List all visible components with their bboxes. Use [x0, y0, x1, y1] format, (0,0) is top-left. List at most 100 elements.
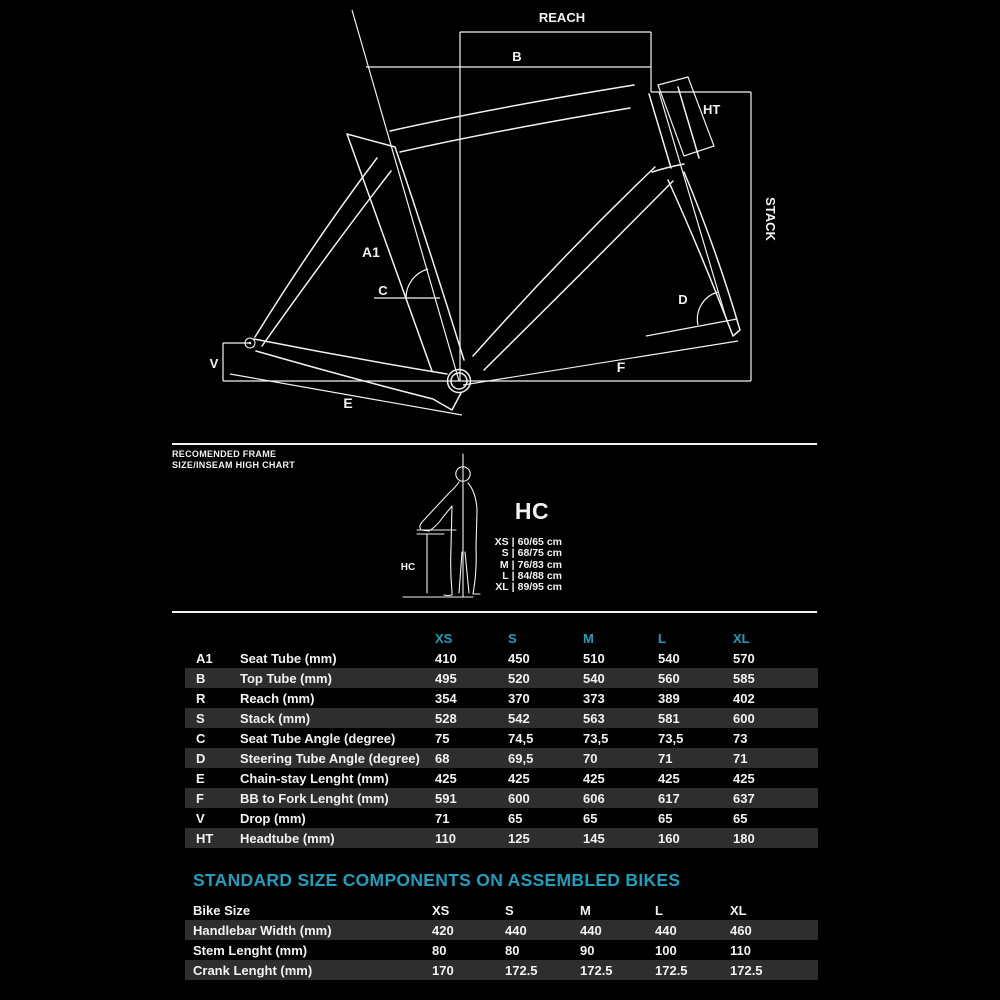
hc-size-list: XS|60/65 cm S|68/75 cm M|76/83 cm L|84/8… [410, 536, 562, 594]
row-value: 560 [658, 668, 733, 688]
col-header-xl: XL [730, 902, 747, 918]
row-code: E [196, 770, 205, 786]
human-figure-outline [419, 481, 481, 597]
row-code: F [185, 788, 240, 808]
row-label: Handlebar Width (mm) [185, 920, 432, 940]
row-value: 65 [658, 810, 673, 826]
row-value: 68 [435, 748, 508, 768]
components-title: STANDARD SIZE COMPONENTS ON ASSEMBLED BI… [193, 870, 681, 890]
hc-size: XS [494, 536, 509, 548]
bb-fork-label: F [617, 359, 626, 375]
hc-size: XL [495, 581, 509, 594]
row-value: 570 [733, 650, 755, 666]
hc-divider: | [511, 536, 515, 548]
col-header-s: S [505, 902, 514, 918]
hc-divider: | [511, 558, 515, 571]
col-header-xl: XL [733, 630, 750, 646]
headtube-label: HT [703, 102, 720, 117]
col-header-l: L [655, 902, 663, 918]
geometry-table: XS S M L XL A1 Seat Tube (mm) 410 450 51… [185, 628, 818, 848]
inseam-heading-line1: RECOMENDED FRAME [172, 449, 277, 459]
seat-tube-axis [351, 9, 460, 382]
components-header-row: Bike Size XS S M L XL [185, 900, 818, 920]
bike-size-label: Bike Size [193, 902, 251, 918]
row-value: 73,5 [658, 730, 684, 746]
hc-title: HC [514, 498, 550, 524]
row-value: 520 [508, 668, 583, 688]
row-value: 440 [655, 920, 730, 940]
rear-dropout [244, 337, 256, 349]
row-value: 540 [658, 650, 680, 666]
headtube-dim-box [657, 76, 715, 157]
col-header-s: S [508, 630, 517, 646]
hc-size: S [501, 547, 509, 560]
row-value: 420 [432, 920, 505, 940]
hc-size-row: S|68/75 cm [410, 548, 562, 559]
row-value: 425 [435, 770, 457, 786]
row-code: R [196, 690, 206, 706]
row-value: 354 [435, 690, 457, 706]
row-value: 75 [435, 730, 450, 746]
top-tube-label: B [512, 49, 521, 64]
row-value: 71 [435, 810, 450, 826]
table-row: HT Headtube (mm) 110 125 145 160 180 [185, 828, 818, 848]
head-tube [648, 86, 700, 173]
row-value: 425 [508, 770, 530, 786]
hc-measure-label: HC [401, 562, 415, 573]
col-header-xs: XS [432, 902, 450, 918]
table-row: Crank Lenght (mm) 170 172.5 172.5 172.5 … [185, 960, 818, 980]
reach-label: REACH [539, 10, 585, 25]
row-value: 600 [508, 788, 583, 808]
row-code: B [185, 668, 240, 688]
row-value: 425 [583, 770, 605, 786]
hc-size-row: XS|60/65 cm [410, 536, 562, 548]
figure-head [455, 466, 471, 482]
chain-stays [253, 338, 462, 411]
inseam-figure: HC [401, 453, 481, 598]
row-code: S [185, 708, 240, 728]
fork [667, 171, 741, 337]
separator-top [172, 443, 817, 445]
table-row: V Drop (mm) 71 65 65 65 65 [185, 808, 818, 828]
bottom-bracket-outer [446, 368, 472, 394]
table-row: Stem Lenght (mm) 80 80 90 100 110 [185, 940, 818, 960]
chainstay-dim-line [229, 373, 463, 416]
row-value: 160 [658, 828, 733, 848]
row-value: 145 [583, 828, 658, 848]
row-value: 402 [733, 690, 755, 706]
row-value: 591 [435, 788, 508, 808]
row-value: 172.5 [655, 960, 730, 980]
row-value: 606 [583, 788, 658, 808]
row-value: 370 [508, 690, 530, 706]
hc-size: L [502, 569, 509, 582]
table-row: Handlebar Width (mm) 420 440 440 440 460 [185, 920, 818, 940]
table-row: D Steering Tube Angle (degree) 68 69,5 7… [185, 748, 818, 768]
row-code: A1 [196, 650, 213, 666]
col-header-m: M [583, 630, 594, 646]
row-label: Steering Tube Angle (degree) [240, 748, 435, 768]
row-value: 74,5 [508, 730, 534, 746]
frame-geometry-diagram: REACH B HT STACK A1 C D E F V [210, 9, 778, 416]
chainstay-label: E [343, 395, 352, 411]
row-value: 80 [505, 942, 520, 958]
top-tube [389, 84, 635, 153]
col-header-l: L [658, 630, 666, 646]
diagram-labels: REACH B HT STACK A1 C D E F V [210, 10, 778, 411]
row-label: Crank Lenght (mm) [185, 960, 432, 980]
row-value: 65 [733, 810, 748, 826]
row-value: 70 [583, 748, 658, 768]
row-value: 90 [580, 942, 595, 958]
row-value: 425 [658, 770, 680, 786]
col-header-xs: XS [435, 630, 453, 646]
hc-range: 84/88 cm [517, 569, 562, 582]
seat-tube-label: A1 [362, 244, 380, 260]
seat-angle-lines [374, 268, 440, 299]
row-label: Reach (mm) [240, 690, 315, 706]
row-value: 440 [505, 920, 580, 940]
row-label: BB to Fork Lenght (mm) [240, 788, 435, 808]
row-value: 73 [733, 730, 748, 746]
row-value: 581 [658, 708, 733, 728]
bike-frame-outline [244, 84, 741, 411]
col-header-m: M [580, 902, 591, 918]
row-value: 440 [580, 920, 655, 940]
